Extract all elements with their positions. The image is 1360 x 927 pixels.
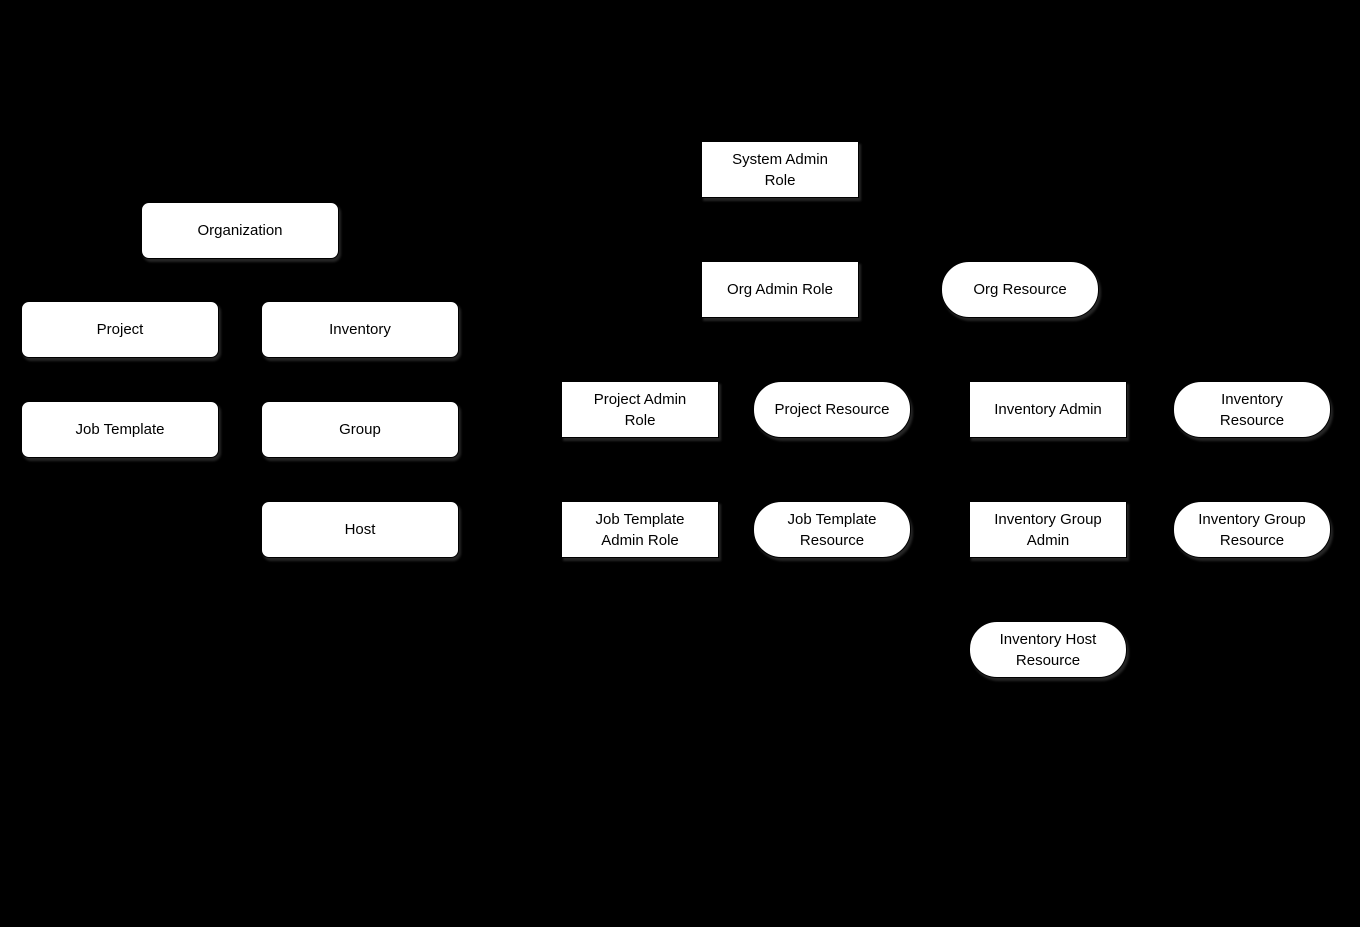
node-group: Group — [261, 401, 459, 458]
node-inventory-group-resource: Inventory Group Resource — [1173, 501, 1331, 558]
node-organization: Organization — [141, 202, 339, 259]
node-inventory-host-resource: Inventory Host Resource — [969, 621, 1127, 678]
node-inventory-group-admin: Inventory Group Admin — [969, 501, 1127, 558]
node-job-template-admin-role: Job Template Admin Role — [561, 501, 719, 558]
node-org-resource: Org Resource — [941, 261, 1099, 318]
node-project-resource: Project Resource — [753, 381, 911, 438]
node-project-admin-role: Project Admin Role — [561, 381, 719, 438]
node-job-template: Job Template — [21, 401, 219, 458]
node-org-admin-role: Org Admin Role — [701, 261, 859, 318]
node-inventory-admin: Inventory Admin — [969, 381, 1127, 438]
node-inventory-resource: Inventory Resource — [1173, 381, 1331, 438]
node-project: Project — [21, 301, 219, 358]
node-system-admin-role: System Admin Role — [701, 141, 859, 198]
node-job-template-resource: Job Template Resource — [753, 501, 911, 558]
node-inventory: Inventory — [261, 301, 459, 358]
node-host: Host — [261, 501, 459, 558]
